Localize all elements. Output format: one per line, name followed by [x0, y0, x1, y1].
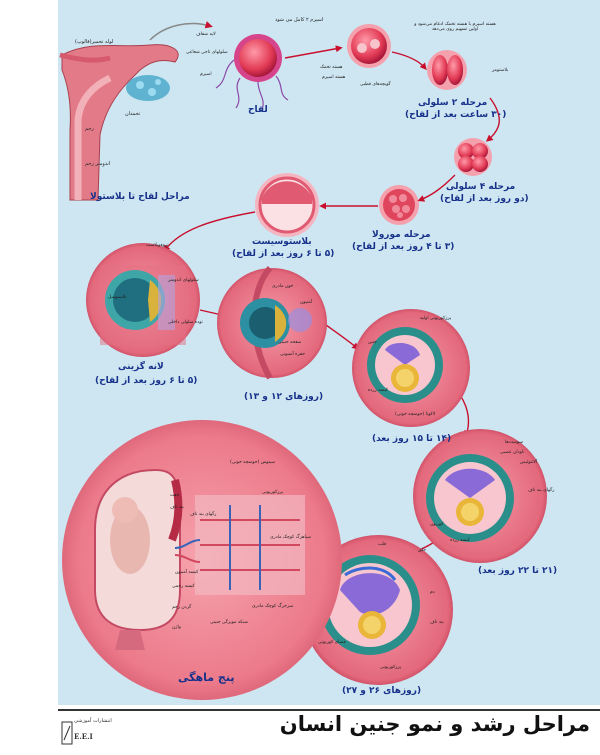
label-maternal-blood: خون مادری: [272, 284, 294, 289]
day14-disc: [352, 309, 470, 427]
label-zona: لایه شفاف: [196, 32, 216, 37]
implantation-disc: [86, 243, 200, 357]
label-blastocoel: بلاستوسل: [108, 295, 127, 300]
time-blastocyst: (۵ تا ۶ روز بعد از لقاح): [232, 249, 335, 259]
caption-implantation: لانه گزینی: [118, 362, 164, 372]
label-amniotic-cavity: حفره آمنیونی: [280, 352, 306, 357]
poster-title: مراحل رشد و نمو جنين انسان: [279, 712, 590, 736]
label-endometrium-cells: سلولهای اندومتر: [168, 278, 199, 283]
label-lacuna: لاکونا (حوضچه خونی): [395, 412, 436, 417]
caption-fertilization: لقاح: [248, 105, 268, 115]
label-fetal-capillaries: شبکه مویرگی جنینی: [210, 620, 248, 625]
four-cell-embryo: [454, 138, 492, 176]
publisher-top: انتشارات آموزشی: [74, 718, 112, 724]
label-sinus: سینوس (حوضچه خونی): [230, 460, 276, 465]
label-umbilical-cord-5m: بند ناف: [170, 505, 184, 510]
label-tail: دم: [430, 590, 435, 595]
time-morula: (۳ تا ۴ روز بعد از لقاح): [352, 242, 455, 252]
caption-uterus-panel: مراحل لقاح تا بلاستولا: [90, 192, 190, 202]
label-inner-mass: توده سلولی داخلی: [168, 320, 203, 325]
publisher-name: E.E.I: [74, 732, 93, 741]
caption-morula: مرحله مورولا: [372, 230, 431, 240]
label-embryonic-disc: صفحه جنینی: [278, 340, 302, 345]
label-umbilical-cord-26: بند ناف: [430, 620, 444, 625]
caption-two-cell: مرحله ۲ سلولی: [418, 98, 488, 108]
placenta-detail: [174, 495, 305, 595]
label-ovum-nucleus: هسته تخمک: [320, 65, 343, 70]
label-embryo: جنین: [368, 340, 377, 345]
label-vagina: واژن: [172, 625, 181, 630]
label-pharynx: حلق: [418, 548, 427, 553]
label-chorion-21: کوریون: [430, 522, 444, 527]
label-blastomere: بلاستومر: [492, 68, 509, 73]
label-neural-groove: ناودان عصبی: [500, 450, 525, 455]
label-sperm-nucleus: هسته اسپرم: [322, 75, 346, 80]
note-nuclei-merge: هسته اسپرم با هسته تخمک ادغام می‌شود و ا…: [414, 22, 496, 33]
label-stalk-vessels: رگهای بند ناف: [528, 488, 555, 493]
morula: [379, 185, 419, 225]
uterus-illustration: [59, 21, 213, 201]
two-cell-embryo: [427, 50, 467, 90]
label-amnion: آمنیون: [300, 300, 313, 305]
caption-day14: (۱۴ تا ۱۵ روز بعد): [372, 434, 452, 444]
label-maternal-arteries: سرخرگ کوچک مادری: [252, 604, 294, 609]
label-somites: سومیت‌ها: [505, 440, 524, 445]
note-fertilization: اسپرم ۲ کامل می شود: [275, 17, 324, 23]
label-maternal-veins: سیاهرگ کوچک مادری: [270, 535, 312, 540]
day12-disc: [217, 265, 327, 380]
label-chorionic-villi-26: پرزکوریونی: [380, 665, 402, 670]
caption-day12: (روزهای ۱۲ و ۱۳): [244, 392, 324, 402]
ovary: [126, 75, 170, 101]
label-uterine-sac: کیسه رحمی: [172, 584, 195, 589]
time-implantation: (۵ تا ۶ روز بعد از لقاح): [95, 376, 198, 386]
label-endometrium: اندومتر رحم: [85, 161, 111, 167]
label-heart: قلب: [378, 542, 387, 547]
fertilization-egg: [215, 34, 289, 111]
time-four-cell: (دو روز بعد از لقاح): [440, 194, 529, 204]
caption-day21: (۲۱ تا ۲۲ روز بعد): [478, 566, 558, 576]
label-villi-detail: پرزکوریونی: [262, 490, 284, 495]
label-yolk-sac-21: کیسه زرده: [450, 538, 471, 543]
label-yolk-sac-14: کیسه زرده: [368, 388, 389, 393]
label-cord-vessels: رگهای بند ناف: [190, 512, 217, 517]
label-ovary: تخمدان: [125, 111, 141, 117]
label-chorionic-cavity: فضای کوریونی: [318, 640, 346, 645]
label-cervix: گردن رحم: [172, 605, 192, 610]
five-month-disc: [62, 420, 342, 700]
publisher-logo: انتشارات آموزشی E.E.I: [60, 716, 150, 750]
caption-day26: (روزهای ۲۶ و ۲۷): [342, 686, 422, 696]
caption-blastocyst: بلاستوسیست: [252, 237, 312, 247]
label-uterus: رحم: [85, 126, 94, 132]
caption-five-months: پنج ماهگی: [178, 671, 235, 684]
label-amnion-sac: کیسه آمنیون: [175, 570, 199, 575]
label-primary-villi: پرزکوریونی اولیه: [420, 316, 452, 321]
label-sperm: اسپرم: [200, 72, 212, 77]
label-polar-bodies: گویچه‌های قطبی: [360, 82, 391, 87]
day21-disc: [413, 429, 547, 563]
label-trophoblast: تروفوبلاست: [146, 243, 169, 248]
label-allantois: آلانتوئیس: [520, 460, 538, 465]
publisher-emblem-icon: [61, 721, 73, 745]
blastocyst: [255, 173, 319, 237]
label-fallopian-tube: لوله تخمبر(فالوپ): [75, 39, 114, 45]
label-radiata: سلولهای تاجی شعاعی: [186, 50, 228, 55]
label-placenta: جفت: [170, 493, 180, 498]
caption-four-cell: مرحله ۴ سلولی: [446, 182, 516, 192]
time-two-cell: (۳۰ ساعت بعد از لقاح): [405, 110, 507, 120]
zygote: [347, 24, 391, 68]
